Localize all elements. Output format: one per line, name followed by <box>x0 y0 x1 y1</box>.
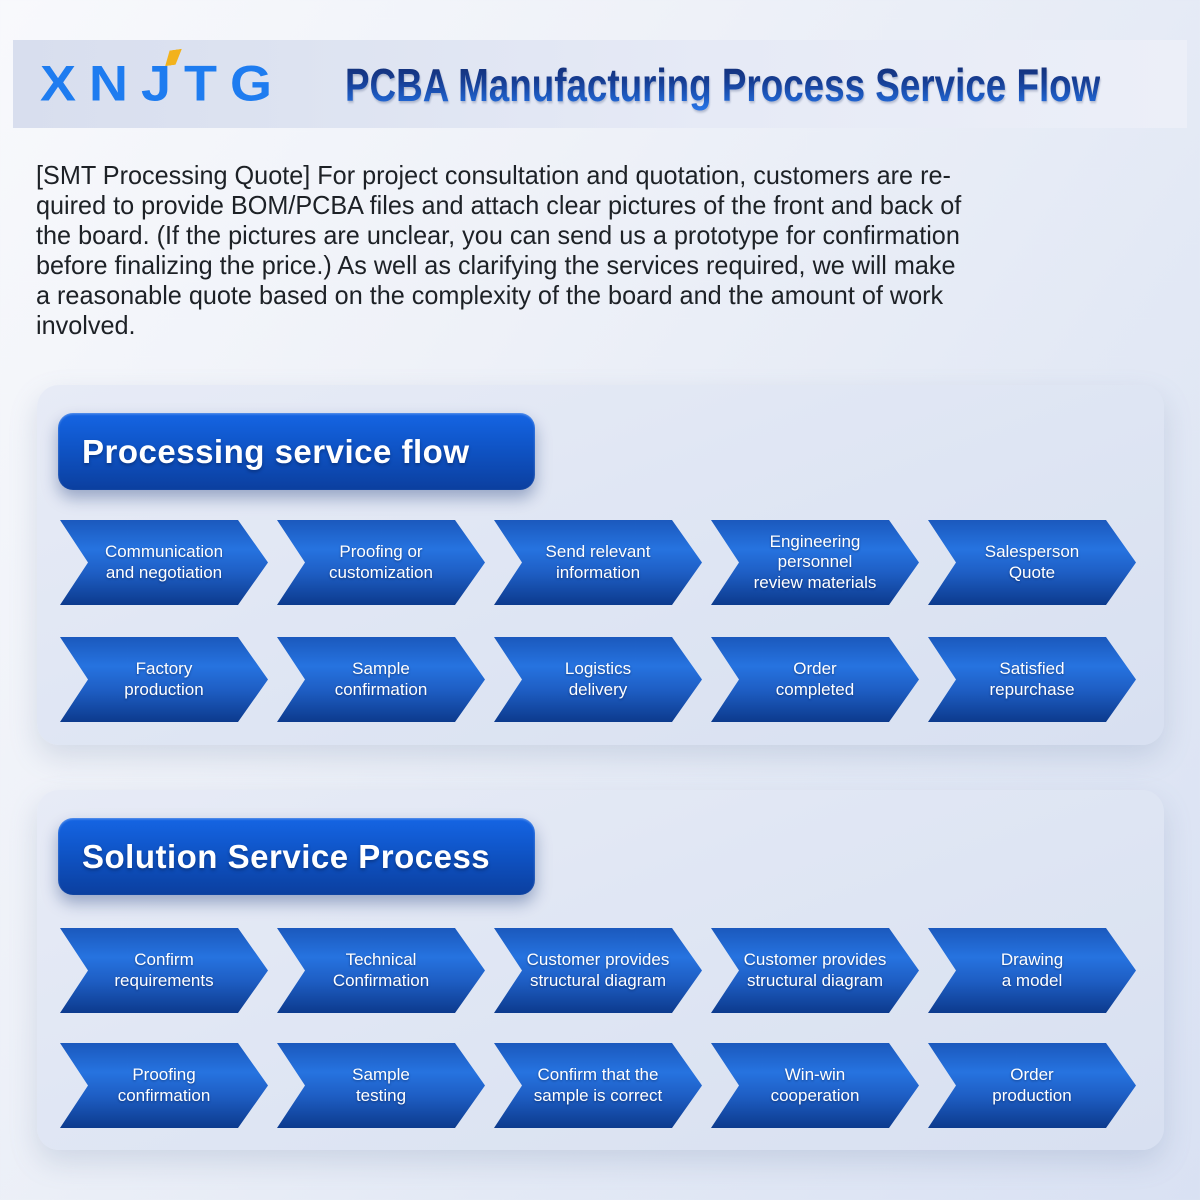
processing-service-flow-panel: Processing service flow Communication an… <box>37 385 1164 745</box>
company-logo: XNJTG <box>40 53 320 115</box>
flow-step-customer-structural-diagram-2: Customer provides structural diagram <box>711 928 919 1013</box>
flow-step-communication-negotiation: Communication and negotiation <box>60 520 268 605</box>
section-title: Solution Service Process <box>82 837 491 875</box>
flow-step-confirm-sample-correct: Confirm that the sample is correct <box>494 1043 702 1128</box>
flow-step-send-information: Send relevant information <box>494 520 702 605</box>
flow-step-technical-confirmation: Technical Confirmation <box>277 928 485 1013</box>
flow-step-salesperson-quote: Salesperson Quote <box>928 520 1136 605</box>
processing-flow-row-1: Communication and negotiation Proofing o… <box>60 520 1140 605</box>
flow-step-factory-production: Factory production <box>60 637 268 722</box>
flow-step-confirm-requirements: Confirm requirements <box>60 928 268 1013</box>
flow-step-win-win-cooperation: Win-win cooperation <box>711 1043 919 1128</box>
flow-step-order-completed: Order completed <box>711 637 919 722</box>
flow-step-proofing-confirmation: Proofing confirmation <box>60 1043 268 1128</box>
intro-line: involved. <box>36 310 136 340</box>
intro-line: quired to provide BOM/PCBA files and att… <box>36 190 962 220</box>
header-band <box>13 40 1187 128</box>
flow-step-satisfied-repurchase: Satisfied repurchase <box>928 637 1136 722</box>
flow-step-order-production: Order production <box>928 1043 1136 1128</box>
processing-flow-row-2: Factory production Sample confirmation L… <box>60 637 1140 722</box>
intro-line: before finalizing the price.) As well as… <box>36 250 956 280</box>
solution-flow-row-2: Proofing confirmation Sample testing Con… <box>60 1043 1140 1128</box>
solution-service-process-panel: Solution Service Process Confirm require… <box>37 790 1164 1150</box>
logo-text: XNJTG <box>40 56 286 112</box>
flow-step-logistics-delivery: Logistics delivery <box>494 637 702 722</box>
intro-paragraph: [SMT Processing Quote] For project consu… <box>36 160 1166 340</box>
flow-step-sample-confirmation: Sample confirmation <box>277 637 485 722</box>
intro-line: [SMT Processing Quote] For project consu… <box>36 160 951 190</box>
flow-step-sample-testing: Sample testing <box>277 1043 485 1128</box>
intro-line: the board. (If the pictures are unclear,… <box>36 220 960 250</box>
solution-flow-row-1: Confirm requirements Technical Confirmat… <box>60 928 1140 1013</box>
flow-step-customer-structural-diagram-1: Customer provides structural diagram <box>494 928 702 1013</box>
solution-service-process-heading: Solution Service Process <box>58 818 535 895</box>
flow-step-drawing-model: Drawing a model <box>928 928 1136 1013</box>
processing-service-flow-heading: Processing service flow <box>58 413 535 490</box>
intro-line: a reasonable quote based on the complexi… <box>36 280 944 310</box>
section-title: Processing service flow <box>82 432 470 470</box>
flow-step-engineering-review: Engineering personnel review materials <box>711 520 919 605</box>
page-title-text: PCBA Manufacturing Process Service Flow <box>345 59 1101 111</box>
page-title: PCBA Manufacturing Process Service Flow <box>345 58 1200 112</box>
flow-step-proofing-customization: Proofing or customization <box>277 520 485 605</box>
